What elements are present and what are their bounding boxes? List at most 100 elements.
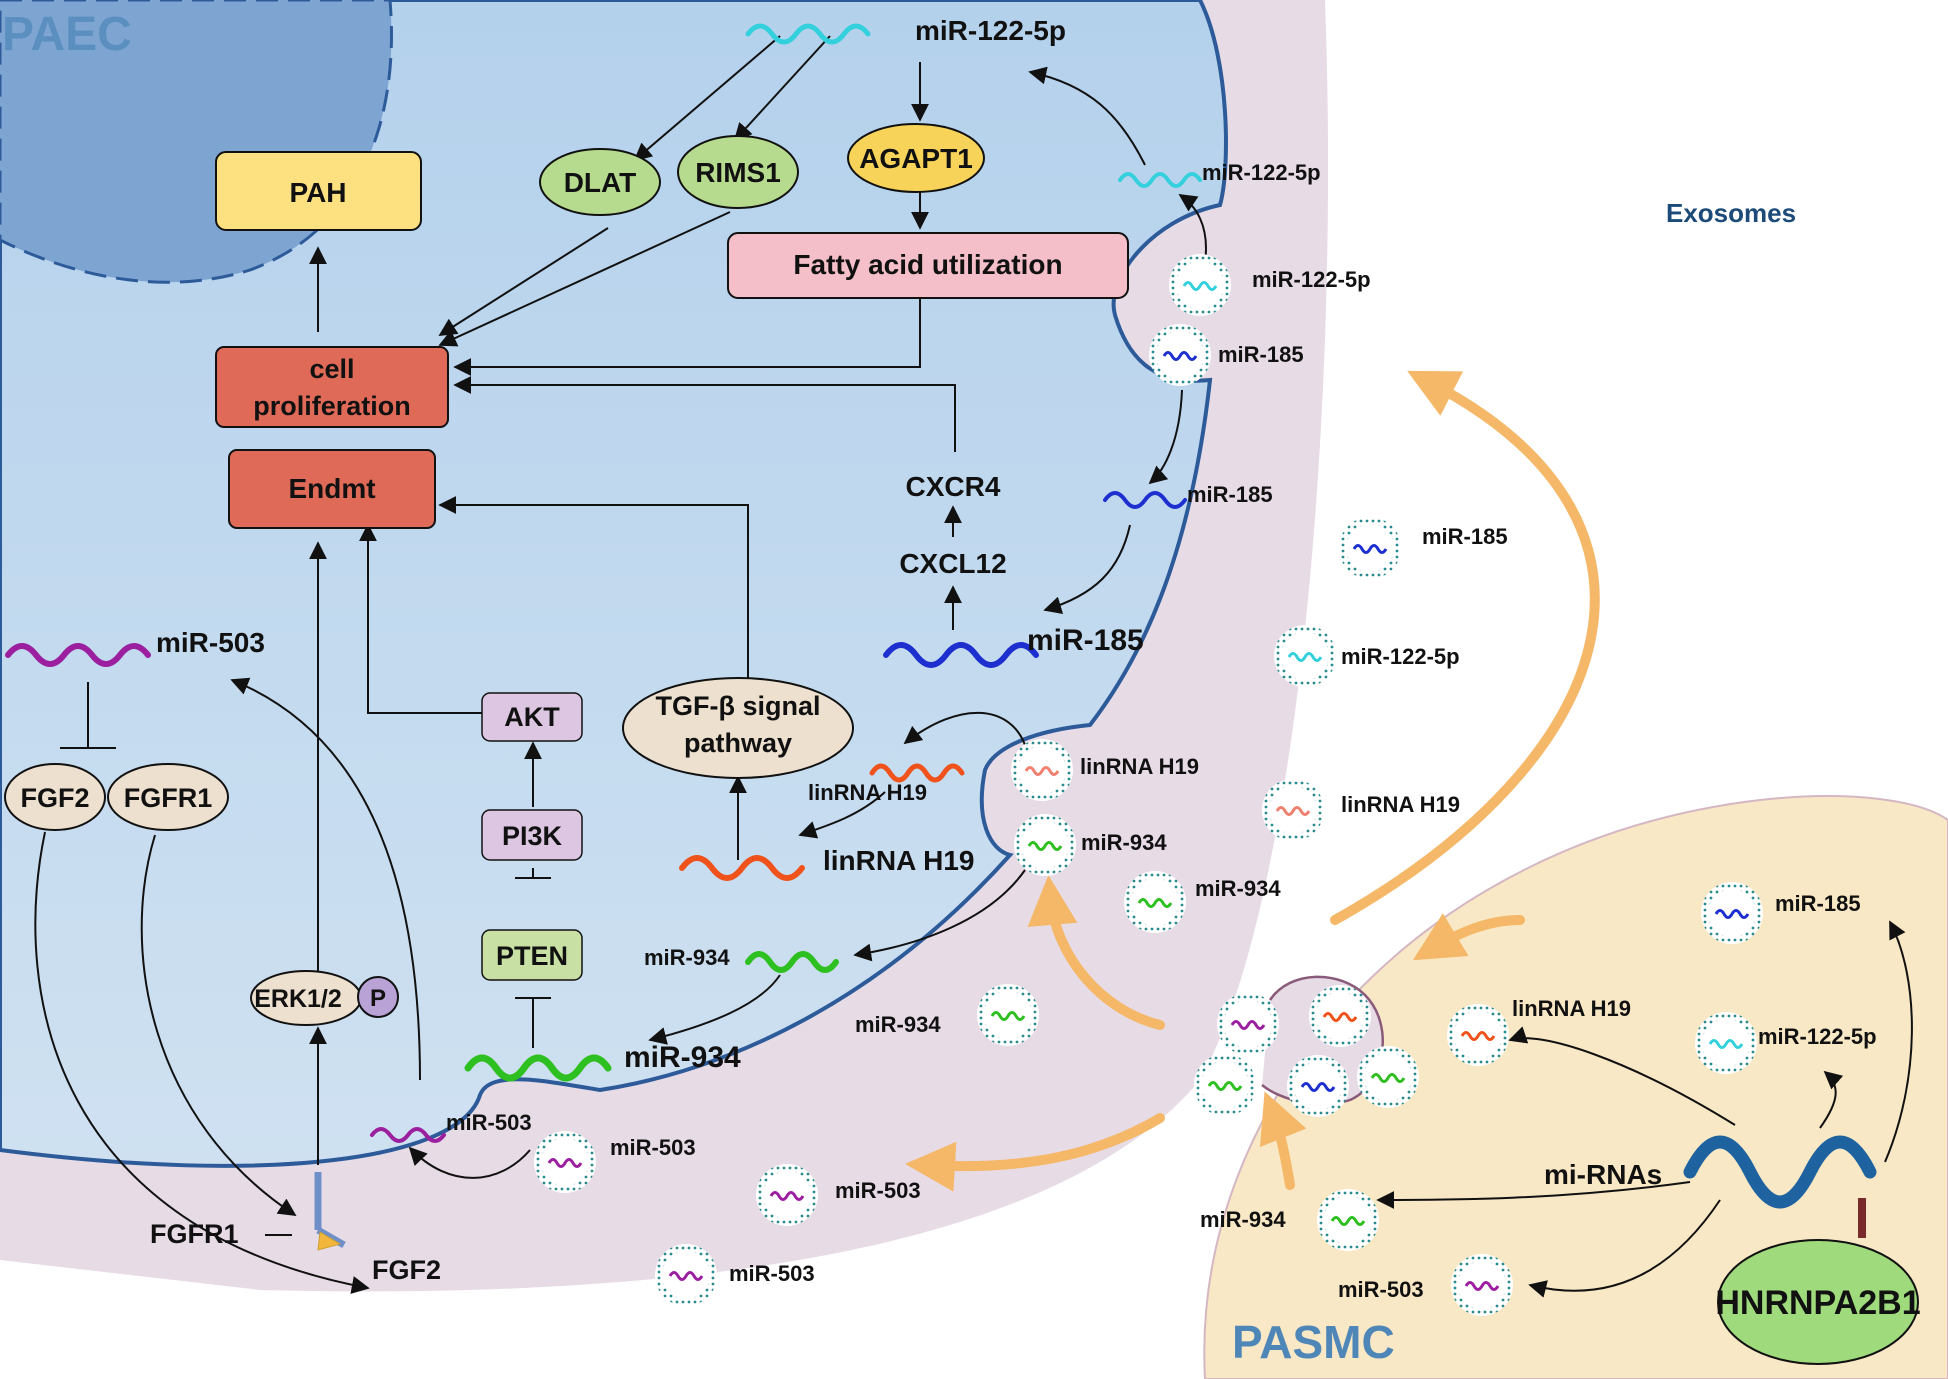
endmt-box: Endmt: [228, 449, 436, 529]
vesicle-mir934-membrane-label: miR-934: [1081, 830, 1167, 855]
fgfr1-label: FGFR1: [124, 783, 213, 813]
fatty-acid-box: Fatty acid utilization: [727, 232, 1129, 299]
akt-box: AKT: [481, 692, 583, 742]
fatty-acid-label: Fatty acid utilization: [793, 249, 1062, 280]
nodes: PAH cell proliferation Endmt Fatty acid …: [4, 123, 1921, 1365]
exosome-linrna: [1262, 779, 1324, 841]
cluster-vesicle-mir185: [1287, 1055, 1349, 1117]
vesicle-mir122-membrane-label: miR-122-5p: [1252, 267, 1371, 292]
pasmc-vesicle-linrna: [1447, 1004, 1509, 1066]
rims1-node: RIMS1: [677, 135, 799, 209]
akt-label: AKT: [504, 702, 560, 732]
erk-node: ERK1/2 P: [250, 970, 399, 1026]
pasmc-vesicle-mir934-label: miR-934: [1200, 1207, 1286, 1232]
pten-box: PTEN: [481, 929, 583, 981]
rims1-label: RIMS1: [695, 157, 781, 188]
mir185-big-label: miR-185: [1027, 624, 1144, 657]
agapt1-node: AGAPT1: [847, 123, 985, 193]
arrow-ves-mir503: [408, 1146, 531, 1179]
pasmc-vesicle-mir934: [1317, 1189, 1379, 1251]
exosome-mir503-a: [756, 1164, 818, 1226]
pasmc-vesicle-mir122: [1695, 1012, 1757, 1074]
exosome-mir185: [1339, 517, 1401, 579]
cell-proliferation-line1: cell: [309, 354, 354, 384]
pasmc-vesicle-mir503: [1451, 1254, 1513, 1316]
arrow-tgf-endmt: [438, 496, 749, 682]
mi-rnas-label: mi-RNAs: [1544, 1159, 1662, 1190]
phospho-node: [357, 976, 399, 1018]
pasmc-vesicle-linrna-label: linRNA H19: [1512, 996, 1631, 1021]
exosome-linrna-label: linRNA H19: [1341, 792, 1460, 817]
arrow-cxcr4-prolif: [453, 376, 956, 452]
exosome-mir503-a-label: miR-503: [835, 1178, 921, 1203]
pasmc-label: PASMC: [1232, 1316, 1395, 1368]
arrow-hn-linrna: [1508, 1026, 1736, 1126]
pi3k-label: PI3K: [502, 821, 563, 851]
mir503-big-label: miR-503: [156, 627, 265, 658]
pathway-arrows: [34, 35, 1913, 1298]
pasmc-vesicle-mir185: [1701, 882, 1763, 944]
pasmc-vesicle-mir122-label: miR-122-5p: [1758, 1024, 1877, 1049]
arrow-ves-mir185: [1148, 389, 1183, 485]
mir185-small-label: miR-185: [1187, 482, 1273, 507]
mir934-big-label: miR-934: [624, 1041, 741, 1074]
mir122-top-label: miR-122-5p: [915, 15, 1066, 46]
pten-label: PTEN: [496, 941, 568, 971]
endmt-label: Endmt: [288, 473, 375, 504]
pasmc-vesicle-mir185-label: miR-185: [1775, 891, 1861, 916]
vesicle-mir934-membrane: [1014, 814, 1076, 876]
vesicle-mir185-membrane-label: miR-185: [1218, 342, 1304, 367]
pah-label: PAH: [289, 177, 346, 208]
arrow-mir122-dlat: [633, 35, 781, 162]
mir934-big-squiggle: [464, 1054, 612, 1082]
receptor: FGFR1 FGF2: [150, 1172, 441, 1285]
arrow-hn-mir185: [1884, 920, 1913, 1163]
free-rnas: miR-122-5p miR-122-5p miR-185 miR-185 mi…: [5, 15, 1877, 1209]
arrow-hn-mir934: [1376, 1181, 1691, 1209]
exosome-mir122-label: miR-122-5p: [1341, 644, 1460, 669]
mir503-big-squiggle: [5, 643, 151, 667]
inhibit-pten-pi3k: [515, 868, 551, 879]
receptor-arm: [316, 1226, 346, 1249]
pah-box: PAH: [215, 151, 422, 231]
pi3k-box: PI3K: [481, 809, 583, 861]
arrow-rims1-prolif: [438, 211, 731, 347]
inhibition-lines: [60, 682, 551, 1236]
mi-rnas-squiggle: [1683, 1135, 1877, 1209]
paec-label: PAEC: [2, 8, 132, 61]
linrna-small-squiggle: [869, 763, 965, 783]
exosome-mir934-a: [1124, 871, 1186, 933]
arrow-dlat-prolif: [438, 227, 609, 336]
dlat-label: DLAT: [564, 167, 637, 198]
pasmc-vesicle-mir503-label: miR-503: [1338, 1277, 1424, 1302]
orange-arrow-to-linrna: [1027, 875, 1165, 1030]
arrow-mir503-big: [230, 677, 421, 1081]
arrow-akt-endmt: [359, 523, 482, 714]
mir503-small-squiggle: [370, 1127, 446, 1143]
linrna-big-squiggle: [679, 855, 805, 881]
mir503-small-label: miR-503: [446, 1110, 532, 1135]
arrow-mir122small-top: [1028, 66, 1146, 166]
exosomes-label: Exosomes: [1666, 198, 1796, 228]
inhibit-mir934-pten: [515, 997, 551, 1048]
arrow-mir185small-big: [1043, 524, 1131, 614]
arrow-fgf2-fgf2: [34, 831, 370, 1294]
fgf2-node: FGF2: [4, 763, 106, 831]
vesicle-linrna-membrane: [1011, 739, 1073, 801]
cell-proliferation-line2: proliferation: [253, 391, 411, 421]
arrow-linrnasmall-big: [798, 791, 886, 839]
exosome-mir934-b: [977, 984, 1039, 1046]
phospho-label: P: [370, 985, 386, 1012]
mir934-med-squiggle: [745, 951, 839, 973]
orange-arrow-pasmc-left: [1412, 913, 1525, 961]
erk-label: ERK1/2: [254, 985, 342, 1013]
cell-proliferation-box: cell proliferation: [215, 346, 449, 428]
cxcr4-label: CXCR4: [906, 471, 1001, 502]
mir122-small-label: miR-122-5p: [1202, 160, 1321, 185]
fgf2-label: FGF2: [20, 783, 89, 813]
arrow-mir934med-big: [648, 974, 781, 1045]
hnrnpa2b1-label: HNRNPA2B1: [1715, 1284, 1920, 1322]
arrow-hn-mir122: [1819, 1070, 1844, 1129]
cluster-vesicle-mir934-a: [1194, 1054, 1256, 1116]
